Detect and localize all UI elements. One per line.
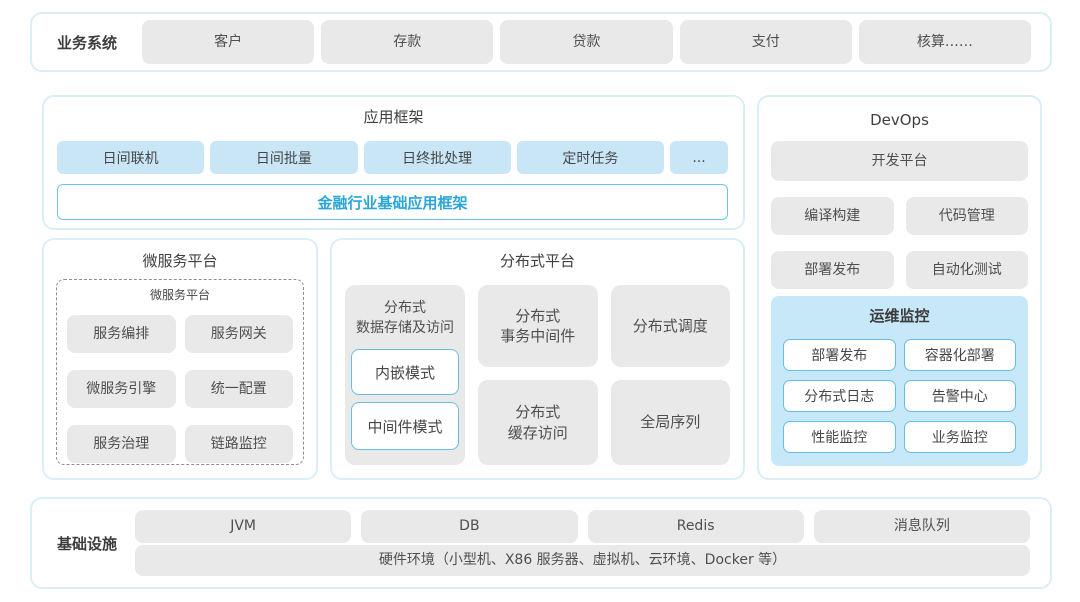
distributed-cell-global-sequence: 全局序列 — [610, 380, 730, 465]
microservice-item-tracing: 链路监控 — [184, 425, 293, 463]
devops-tools-grid: 编译构建 代码管理 部署发布 自动化测试 — [771, 197, 1028, 289]
distributed-platform-title: 分布式平台 — [499, 252, 575, 270]
microservice-grid: 服务编排 服务网关 微服务引擎 统一配置 服务治理 链路监控 — [67, 315, 293, 463]
ops-monitor-title: 运维监控 — [869, 307, 930, 325]
microservice-inner-box: 微服务平台 服务编排 服务网关 微服务引擎 统一配置 服务治理 链路监控 — [56, 279, 304, 465]
microservice-platform-title: 微服务平台 — [142, 252, 218, 270]
distributed-cell-cache: 分布式 缓存访问 — [478, 380, 598, 465]
devops-tool-deploy: 部署发布 — [771, 251, 894, 289]
business-systems-panel: 业务系统 客户 存款 贷款 支付 核算…… — [30, 12, 1052, 72]
app-framework-panel: 应用框架 日间联机 日间批量 日终批处理 定时任务 ... 金融行业基础应用框架 — [42, 95, 745, 230]
devops-tool-code-mgmt: 代码管理 — [905, 197, 1028, 235]
devops-tool-auto-test: 自动化测试 — [905, 251, 1028, 289]
distributed-platform-panel: 分布式平台 分布式 数据存储及访问 内嵌模式 中间件模式 分布式 事务中间件 分… — [330, 238, 745, 480]
module-eod-batch: 日终批处理 — [363, 141, 511, 174]
devops-dev-platform: 开发平台 — [771, 141, 1028, 181]
module-more-ellipsis: ... — [670, 141, 728, 174]
microservice-item-config: 统一配置 — [184, 370, 293, 408]
ops-monitor-box: 运维监控 部署发布 容器化部署 分布式日志 告警中心 性能监控 业务监控 — [771, 296, 1028, 466]
business-item-payment: 支付 — [679, 20, 852, 64]
distributed-storage-box: 分布式 数据存储及访问 内嵌模式 中间件模式 — [345, 285, 465, 465]
business-item-customer: 客户 — [142, 20, 315, 64]
microservice-item-engine: 微服务引擎 — [67, 370, 176, 408]
microservice-platform-panel: 微服务平台 微服务平台 服务编排 服务网关 微服务引擎 统一配置 服务治理 链路… — [42, 238, 318, 480]
base-framework-bar: 金融行业基础应用框架 — [57, 184, 728, 220]
storage-mode-middleware: 中间件模式 — [351, 402, 459, 451]
module-daytime-batch: 日间批量 — [210, 141, 358, 174]
microservice-item-governance: 服务治理 — [67, 425, 176, 463]
distributed-storage-title: 分布式 数据存储及访问 — [356, 300, 454, 336]
business-item-loan: 贷款 — [500, 20, 673, 64]
infra-item-redis: Redis — [587, 510, 804, 543]
microservice-inner-title: 微服务平台 — [149, 288, 210, 302]
monitor-item-deploy-release: 部署发布 — [783, 339, 896, 371]
microservice-item-gateway: 服务网关 — [184, 315, 293, 353]
ops-monitor-grid: 部署发布 容器化部署 分布式日志 告警中心 性能监控 业务监控 — [783, 339, 1016, 453]
infra-item-db: DB — [361, 510, 578, 543]
distributed-cell-scheduling: 分布式调度 — [610, 285, 730, 367]
app-framework-modules: 日间联机 日间批量 日终批处理 定时任务 ... — [57, 141, 728, 174]
monitor-item-business: 业务监控 — [903, 421, 1016, 453]
infrastructure-row: JVM DB Redis 消息队列 — [135, 510, 1030, 543]
monitor-item-container-deploy: 容器化部署 — [903, 339, 1016, 371]
devops-tool-build: 编译构建 — [771, 197, 894, 235]
monitor-item-alert-center: 告警中心 — [903, 380, 1016, 412]
infrastructure-label: 基础设施 — [56, 534, 117, 553]
monitor-item-performance: 性能监控 — [783, 421, 896, 453]
infrastructure-panel: 基础设施 JVM DB Redis 消息队列 硬件环境（小型机、X86 服务器、… — [30, 497, 1052, 589]
infra-item-jvm: JVM — [135, 510, 352, 543]
infrastructure-content: JVM DB Redis 消息队列 硬件环境（小型机、X86 服务器、虚拟机、云… — [135, 510, 1030, 576]
business-systems-row: 客户 存款 贷款 支付 核算…… — [142, 20, 1032, 64]
business-item-deposit: 存款 — [321, 20, 494, 64]
module-scheduled-task: 定时任务 — [516, 141, 664, 174]
distributed-col-3: 分布式调度 全局序列 — [610, 285, 730, 465]
monitor-item-distributed-log: 分布式日志 — [783, 380, 896, 412]
business-item-accounting: 核算…… — [858, 20, 1032, 64]
module-daytime-online: 日间联机 — [57, 141, 205, 174]
devops-panel: DevOps 开发平台 编译构建 代码管理 部署发布 自动化测试 运维监控 部署… — [757, 95, 1042, 480]
devops-title: DevOps — [870, 111, 929, 129]
distributed-cell-transaction: 分布式 事务中间件 — [478, 285, 598, 367]
business-systems-label: 业务系统 — [56, 33, 117, 52]
distributed-content: 分布式 数据存储及访问 内嵌模式 中间件模式 分布式 事务中间件 分布式 缓存访… — [345, 285, 730, 465]
app-framework-title: 应用框架 — [363, 108, 424, 126]
hardware-env-bar: 硬件环境（小型机、X86 服务器、虚拟机、云环境、Docker 等） — [135, 545, 1030, 576]
hardware-env-row: 硬件环境（小型机、X86 服务器、虚拟机、云环境、Docker 等） — [135, 545, 1030, 576]
distributed-col-2: 分布式 事务中间件 分布式 缓存访问 — [478, 285, 598, 465]
infra-item-mq: 消息队列 — [813, 510, 1030, 543]
storage-mode-embedded: 内嵌模式 — [351, 349, 459, 396]
microservice-item-orchestration: 服务编排 — [67, 315, 176, 353]
